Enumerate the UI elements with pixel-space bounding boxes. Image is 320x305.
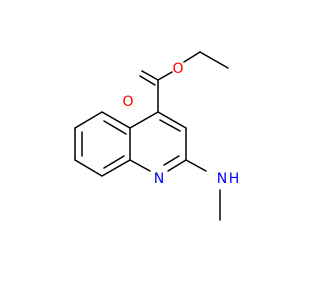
amine-hydrogen-label: H (229, 171, 240, 187)
bond-c2-n1-double-2 (163, 155, 180, 166)
amine-nitrogen-label: N (217, 171, 227, 187)
bond-ester-o-carbonyl-c (157, 71, 173, 81)
bond-c5-c6 (74, 111, 103, 129)
bond-carbonyl-double-2 (139, 75, 156, 86)
carbonyl-oxygen-label: O (122, 94, 133, 110)
bond-c4-c3 (157, 111, 187, 129)
bond-c2-n1-double-1 (167, 159, 187, 172)
structure-canvas: O O N N H (74, 51, 239, 221)
bond-c4a-c5-inner (103, 120, 127, 135)
bond-c4-c3-inner (159, 119, 181, 132)
bond-n1-c8a (129, 159, 151, 172)
molecule-diagram: O O N N H (74, 51, 239, 221)
bond-c8-c8a-inner (103, 155, 125, 169)
bond-c7-c8 (74, 159, 103, 177)
bond-layer (74, 51, 229, 221)
bond-ethyl-ch3-ch2 (199, 51, 229, 69)
bond-c8-c8a (101, 159, 131, 177)
ring-nitrogen-label: N (154, 171, 164, 187)
ester-oxygen-label: O (172, 61, 183, 77)
bond-c4a-c5 (101, 111, 131, 129)
bond-c4-c4a (129, 111, 159, 129)
atom-label-layer: O O N N H (122, 61, 239, 187)
bond-c2-nh (185, 159, 207, 172)
bond-carbonyl-double-1 (141, 70, 159, 81)
bond-ethyl-ch2-o (183, 51, 201, 63)
